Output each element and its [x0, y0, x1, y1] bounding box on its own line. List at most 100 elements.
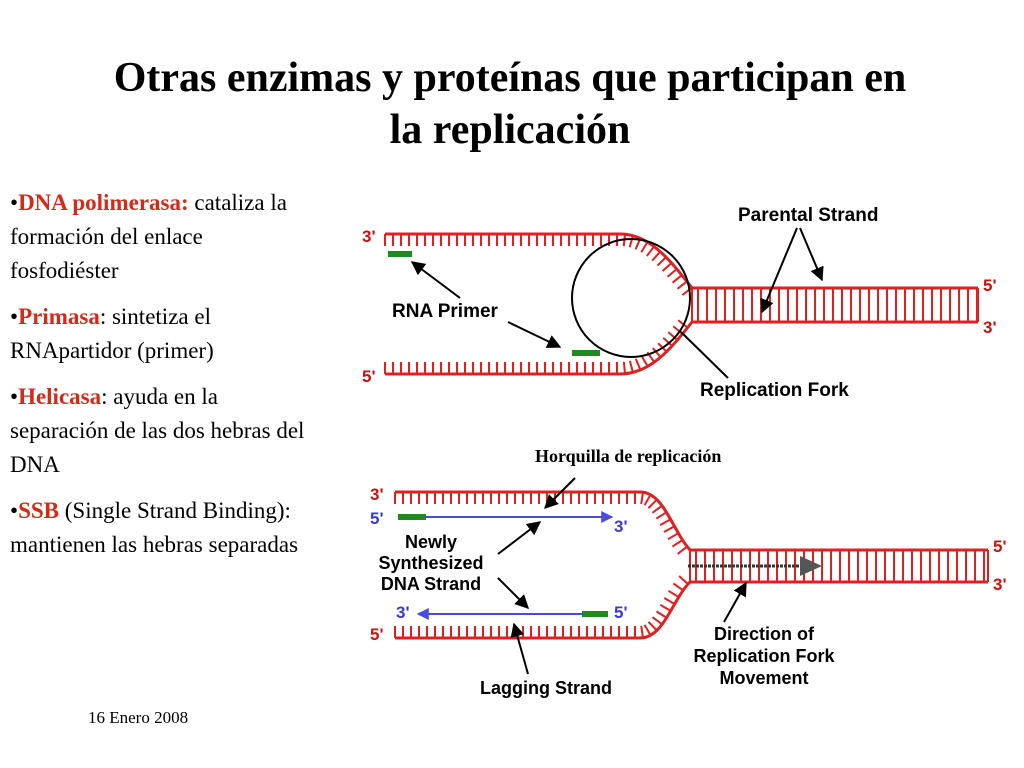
- end-label: 5': [370, 509, 384, 528]
- bullet-list: •DNA polimerasa: cataliza la formación d…: [10, 186, 310, 574]
- page-title: Otras enzimas y proteínas que participan…: [113, 55, 907, 153]
- strand-segment: [651, 616, 663, 626]
- strand-segment: [663, 597, 676, 605]
- strand-segment: [676, 280, 688, 290]
- bullet-term: SSB: [18, 498, 59, 523]
- bullet-text: cataliza la formación del enlace fosfodi…: [10, 190, 287, 283]
- top-strands: [384, 232, 979, 376]
- newly-label-line3: DNA Strand: [381, 574, 481, 594]
- strand-segment: [655, 610, 668, 619]
- strand-backbone: [395, 490, 692, 552]
- arrow: [544, 477, 576, 509]
- fork-movement-arrowhead: [800, 556, 822, 576]
- strand-segment: [662, 337, 673, 347]
- primer-leading: [398, 514, 426, 520]
- bullet-term: Primasa: [18, 304, 100, 329]
- arrow: [799, 227, 824, 282]
- strand-segment: [677, 545, 688, 555]
- bottom-strands: [394, 490, 989, 640]
- end-label: 3': [396, 603, 410, 622]
- bullet-text: : sintetiza el RNApartidor (primer): [10, 304, 214, 363]
- strand-segment: [651, 504, 663, 514]
- strand-segment: [640, 492, 644, 505]
- rna-primer-bottom: [572, 350, 600, 356]
- strand-segment: [643, 494, 652, 506]
- strand-segment: [634, 358, 642, 371]
- pointer-line: [680, 331, 729, 379]
- end-label: 3': [614, 517, 628, 536]
- strand-segment: [651, 250, 661, 262]
- end-label: 5': [614, 603, 628, 622]
- diagram-caption: Horquilla de replicación: [535, 446, 722, 466]
- top-dna-diagram: 3' 5' 5' 3' Parental Strand RNA Primer R…: [362, 205, 997, 401]
- rna-primer-label: RNA Primer: [392, 301, 499, 322]
- end-label: 3': [983, 318, 997, 337]
- arrow: [510, 622, 529, 675]
- end-label: 5': [983, 276, 997, 295]
- end-label: 5': [362, 367, 376, 386]
- newly-label-line1: Newly: [405, 532, 457, 552]
- strand-segment: [661, 262, 673, 272]
- replication-fork-label: Replication Fork: [700, 380, 849, 401]
- bullet-term: Helicasa: [18, 384, 102, 409]
- strand-segment: [663, 525, 675, 533]
- strand-segment: [640, 355, 649, 367]
- arrow: [410, 261, 461, 299]
- strand-segment: [656, 256, 667, 267]
- end-label: 3': [362, 227, 376, 246]
- end-label: 3': [993, 575, 1007, 594]
- primer-lagging: [582, 611, 608, 617]
- bullet-ssb: •SSB (Single Strand Binding): mantienen …: [10, 498, 299, 557]
- bullet-term: DNA polimerasa:: [18, 190, 189, 215]
- strand-segment: [666, 268, 678, 278]
- newly-label-line2: Synthesized: [378, 553, 483, 573]
- direction-label-line2: Replication Fork: [693, 646, 835, 666]
- strand-segment: [628, 360, 634, 373]
- strand-segment: [628, 235, 634, 248]
- strand-segment: [655, 511, 668, 520]
- rna-primer-top: [388, 251, 412, 257]
- strand-segment: [640, 625, 644, 638]
- strand-segment: [671, 539, 684, 548]
- arrow: [723, 581, 747, 623]
- strand-segment: [678, 575, 689, 585]
- arrow: [497, 521, 542, 555]
- strand-backbone: [385, 232, 694, 289]
- strand-segment: [667, 532, 679, 541]
- strand-segment: [647, 498, 658, 509]
- strand-segment: [659, 604, 672, 612]
- footer-date: 16 Enero 2008: [88, 708, 189, 727]
- strand-segment: [672, 582, 684, 592]
- strand-segment: [671, 274, 683, 284]
- bullet-helicasa: •Helicasa: ayuda en la separación de las…: [10, 384, 305, 477]
- end-label: 3': [370, 485, 384, 504]
- bullet-primasa: •Primasa: sintetiza el RNApartidor (prim…: [10, 304, 214, 363]
- bullet-text: : ayuda en la separación de las dos hebr…: [10, 384, 305, 477]
- strand-segment: [640, 241, 649, 253]
- strand-backbone: [385, 321, 694, 376]
- parental-strand-label: Parental Strand: [738, 205, 878, 226]
- bullet-text: (Single Strand Binding): mantienen las h…: [10, 498, 299, 557]
- strand-segment: [667, 331, 679, 341]
- direction-label-line3: Movement: [719, 668, 808, 688]
- strand-segment: [647, 621, 658, 632]
- strand-segment: [643, 624, 652, 636]
- arrow: [760, 227, 798, 314]
- strand-segment: [646, 245, 655, 257]
- arrow: [497, 577, 529, 609]
- direction-label-line1: Direction of: [714, 624, 815, 644]
- fork-circle: [571, 238, 691, 358]
- strand-segment: [622, 361, 626, 374]
- strand-segment: [667, 589, 680, 598]
- lagging-strand-label: Lagging Strand: [480, 678, 612, 698]
- strand-segment: [677, 319, 689, 329]
- strand-backbone: [395, 580, 692, 640]
- strand-segment: [652, 347, 662, 358]
- strand-segment: [659, 518, 672, 526]
- arrow: [507, 321, 562, 348]
- end-label: 5': [993, 537, 1007, 556]
- end-label: 5': [370, 625, 384, 644]
- bullet-dna-polimerasa: •DNA polimerasa: cataliza la formación d…: [10, 190, 287, 283]
- bottom-dna-diagram: 3' 5' 3' 3' 5' 5' 5' 3' Newly Synthesize…: [370, 477, 1007, 698]
